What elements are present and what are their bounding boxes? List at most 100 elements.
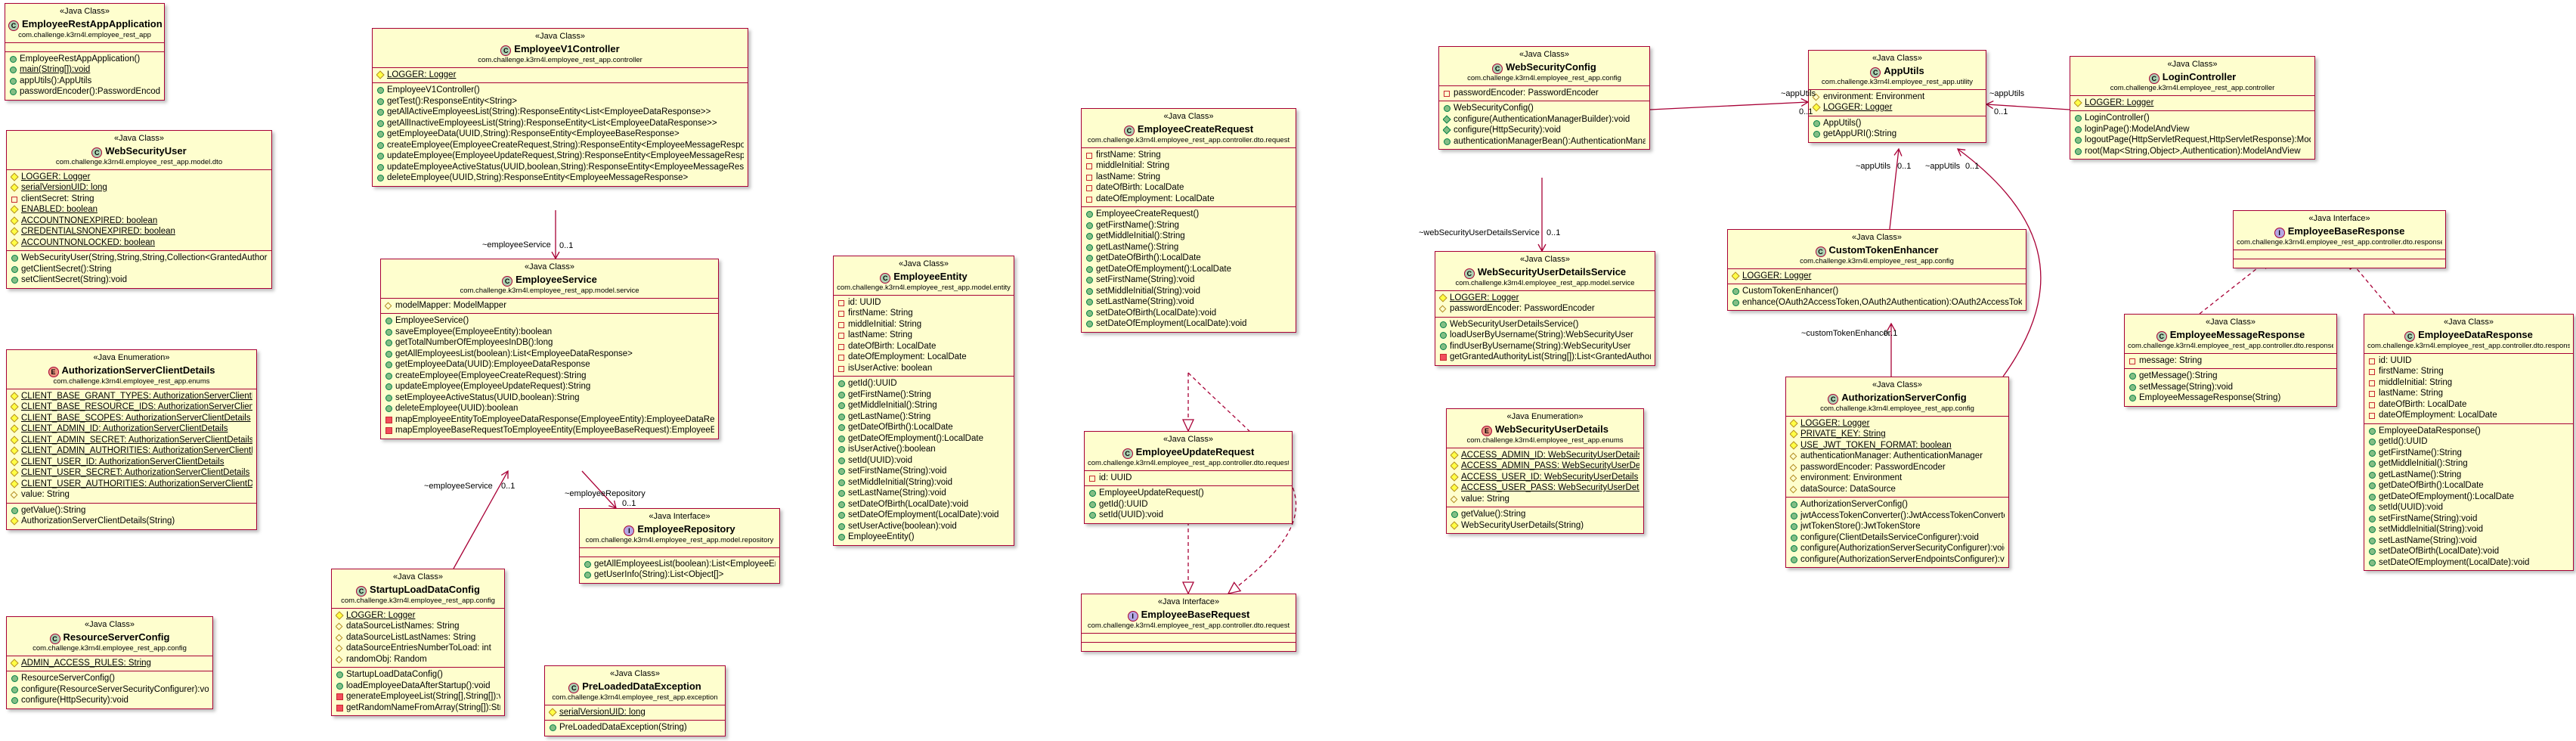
- field-row: serialVersionUID: long: [549, 707, 721, 718]
- member-text: getLastName():String: [848, 411, 931, 421]
- member-text: ADMIN_ACCESS_RULES: String: [21, 658, 151, 668]
- field-row: ACCESS_USER_PASS: WebSecurityUserDetails: [1451, 482, 1639, 494]
- member-text: isUserActive: boolean: [848, 363, 933, 373]
- public-method-icon: [377, 87, 384, 94]
- field-row: serialVersionUID: long: [11, 182, 268, 194]
- member-text: ENABLED: boolean: [21, 205, 98, 214]
- interface-circle-icon: I: [1127, 610, 1138, 622]
- method-row: getMiddleInitial():String: [2368, 458, 2569, 470]
- method-row: getMiddleInitial():String: [838, 400, 1010, 411]
- class-name-text: PreLoadedDataException: [582, 680, 701, 692]
- class-name-text: EmployeeCreateRequest: [1137, 122, 1254, 135]
- method-row: generateEmployeeList(String[],String[]):…: [336, 691, 500, 702]
- member-text: LOGGER: Logger: [387, 70, 457, 79]
- member-text: setMiddleInitial(String):void: [848, 477, 953, 487]
- final-field-icon: [1790, 464, 1797, 471]
- private-method-icon: [385, 416, 392, 423]
- member-text: authenticationManagerBean():Authenticati…: [1454, 136, 1646, 146]
- public-method-icon: [377, 153, 384, 160]
- private-method-icon: [385, 427, 392, 434]
- methods-section: EmployeeV1Controller()getTest():Response…: [373, 82, 748, 186]
- public-method-icon: [1813, 131, 1820, 138]
- static-member-icon: [11, 457, 19, 467]
- final-field-icon: [1790, 485, 1797, 493]
- member-text: ACCOUNTNONEXPIRED: boolean: [21, 215, 158, 225]
- field-row: LOGGER: Logger: [1732, 271, 2022, 282]
- member-text: value: String: [21, 490, 70, 499]
- field-row: lastName: String: [1085, 172, 1292, 183]
- public-method-icon: [11, 675, 18, 682]
- member-text: getEmployeeData(UUID):EmployeeDataRespon…: [395, 360, 590, 369]
- public-method-icon: [1086, 243, 1093, 251]
- private-field-icon: [1086, 196, 1092, 203]
- member-text: CLIENT_ADMIN_ID: AuthorizationServerClie…: [21, 424, 228, 433]
- member-text: CLIENT_BASE_GRANT_TYPES: AuthorizationSe…: [21, 391, 252, 401]
- edge-label-employee-service-1: ~employeeService: [482, 240, 551, 250]
- method-row: isUserActive():boolean: [838, 444, 1010, 455]
- member-text: StartupLoadDataConfig(): [346, 670, 443, 679]
- member-text: getValue():String: [1461, 510, 1526, 519]
- class-circle-icon: C: [500, 45, 512, 56]
- public-method-icon: [2075, 137, 2082, 144]
- public-method-icon: [2369, 515, 2376, 522]
- field-row: CLIENT_USER_SECRET: AuthorizationServerC…: [11, 467, 252, 479]
- class-circle-icon: C: [1870, 67, 1881, 78]
- fields-section: passwordEncoder: PasswordEncoder: [1439, 85, 1649, 101]
- private-field-icon: [2369, 380, 2375, 386]
- member-text: AppUtils(): [1823, 118, 1862, 128]
- member-text: LOGGER: Logger: [1742, 271, 1812, 281]
- package-name: com.challenge.k3rn4l.employee_rest_app.c…: [2128, 341, 2333, 350]
- class-name-text: WebSecurityUserDetailsService: [1477, 265, 1627, 277]
- field-row: LOGGER: Logger: [11, 172, 268, 183]
- static-member-icon: [549, 707, 557, 717]
- public-method-icon: [1086, 255, 1093, 262]
- public-method-icon: [2369, 504, 2376, 511]
- fields-section: id: UUID: [1085, 470, 1292, 486]
- public-method-icon: [377, 109, 384, 116]
- stereotype: «Java Class»: [1851, 233, 1903, 242]
- member-text: lastName: String: [1096, 172, 1161, 181]
- private-field-icon: [1089, 475, 1095, 482]
- member-text: saveEmployee(EmployeeEntity):boolean: [395, 327, 553, 336]
- public-method-icon: [1791, 501, 1797, 508]
- public-method-icon: [336, 682, 343, 690]
- member-text: getRandomNameFromArray(String[]):String: [346, 702, 500, 712]
- method-row: getMiddleInitial():String: [1085, 231, 1292, 242]
- static-member-icon: [1451, 461, 1459, 470]
- member-text: CLIENT_ADMIN_AUTHORITIES: AuthorizationS…: [21, 446, 252, 455]
- member-text: appUtils():AppUtils: [20, 76, 92, 85]
- private-field-icon: [2369, 402, 2375, 408]
- member-text: middleInitial: String: [848, 319, 922, 329]
- public-method-icon: [550, 724, 556, 731]
- member-text: dataSource: DataSource: [1800, 484, 1896, 494]
- public-method-icon: [385, 350, 392, 358]
- public-method-icon: [1086, 265, 1093, 273]
- method-row: setDateOfBirth(LocalDate):void: [1085, 308, 1292, 319]
- member-text: getMiddleInitial():String: [1096, 231, 1185, 240]
- member-text: serialVersionUID: long: [21, 183, 107, 192]
- package-name: com.challenge.k3rn4l.employee_rest_app.c…: [33, 643, 187, 653]
- static-member-icon: [11, 658, 19, 668]
- member-text: setDateOfEmployment(LocalDate):void: [848, 510, 999, 519]
- member-text: dateOfBirth: LocalDate: [848, 341, 937, 351]
- public-method-icon: [1791, 534, 1797, 541]
- package-name: com.challenge.k3rn4l.employee_rest_app.u…: [1821, 77, 1974, 86]
- method-row: root(Map<String,Object>,Authentication):…: [2074, 146, 2311, 157]
- field-row: id: UUID: [2368, 355, 2569, 367]
- method-row: setMiddleInitial(String):void: [2368, 524, 2569, 535]
- field-row: lastName: String: [2368, 388, 2569, 399]
- member-text: mapEmployeeBaseRequestToEmployeeEntity(E…: [395, 426, 714, 435]
- static-member-icon: [11, 413, 19, 423]
- class-name-text: EmployeeUpdateRequest: [1135, 445, 1255, 457]
